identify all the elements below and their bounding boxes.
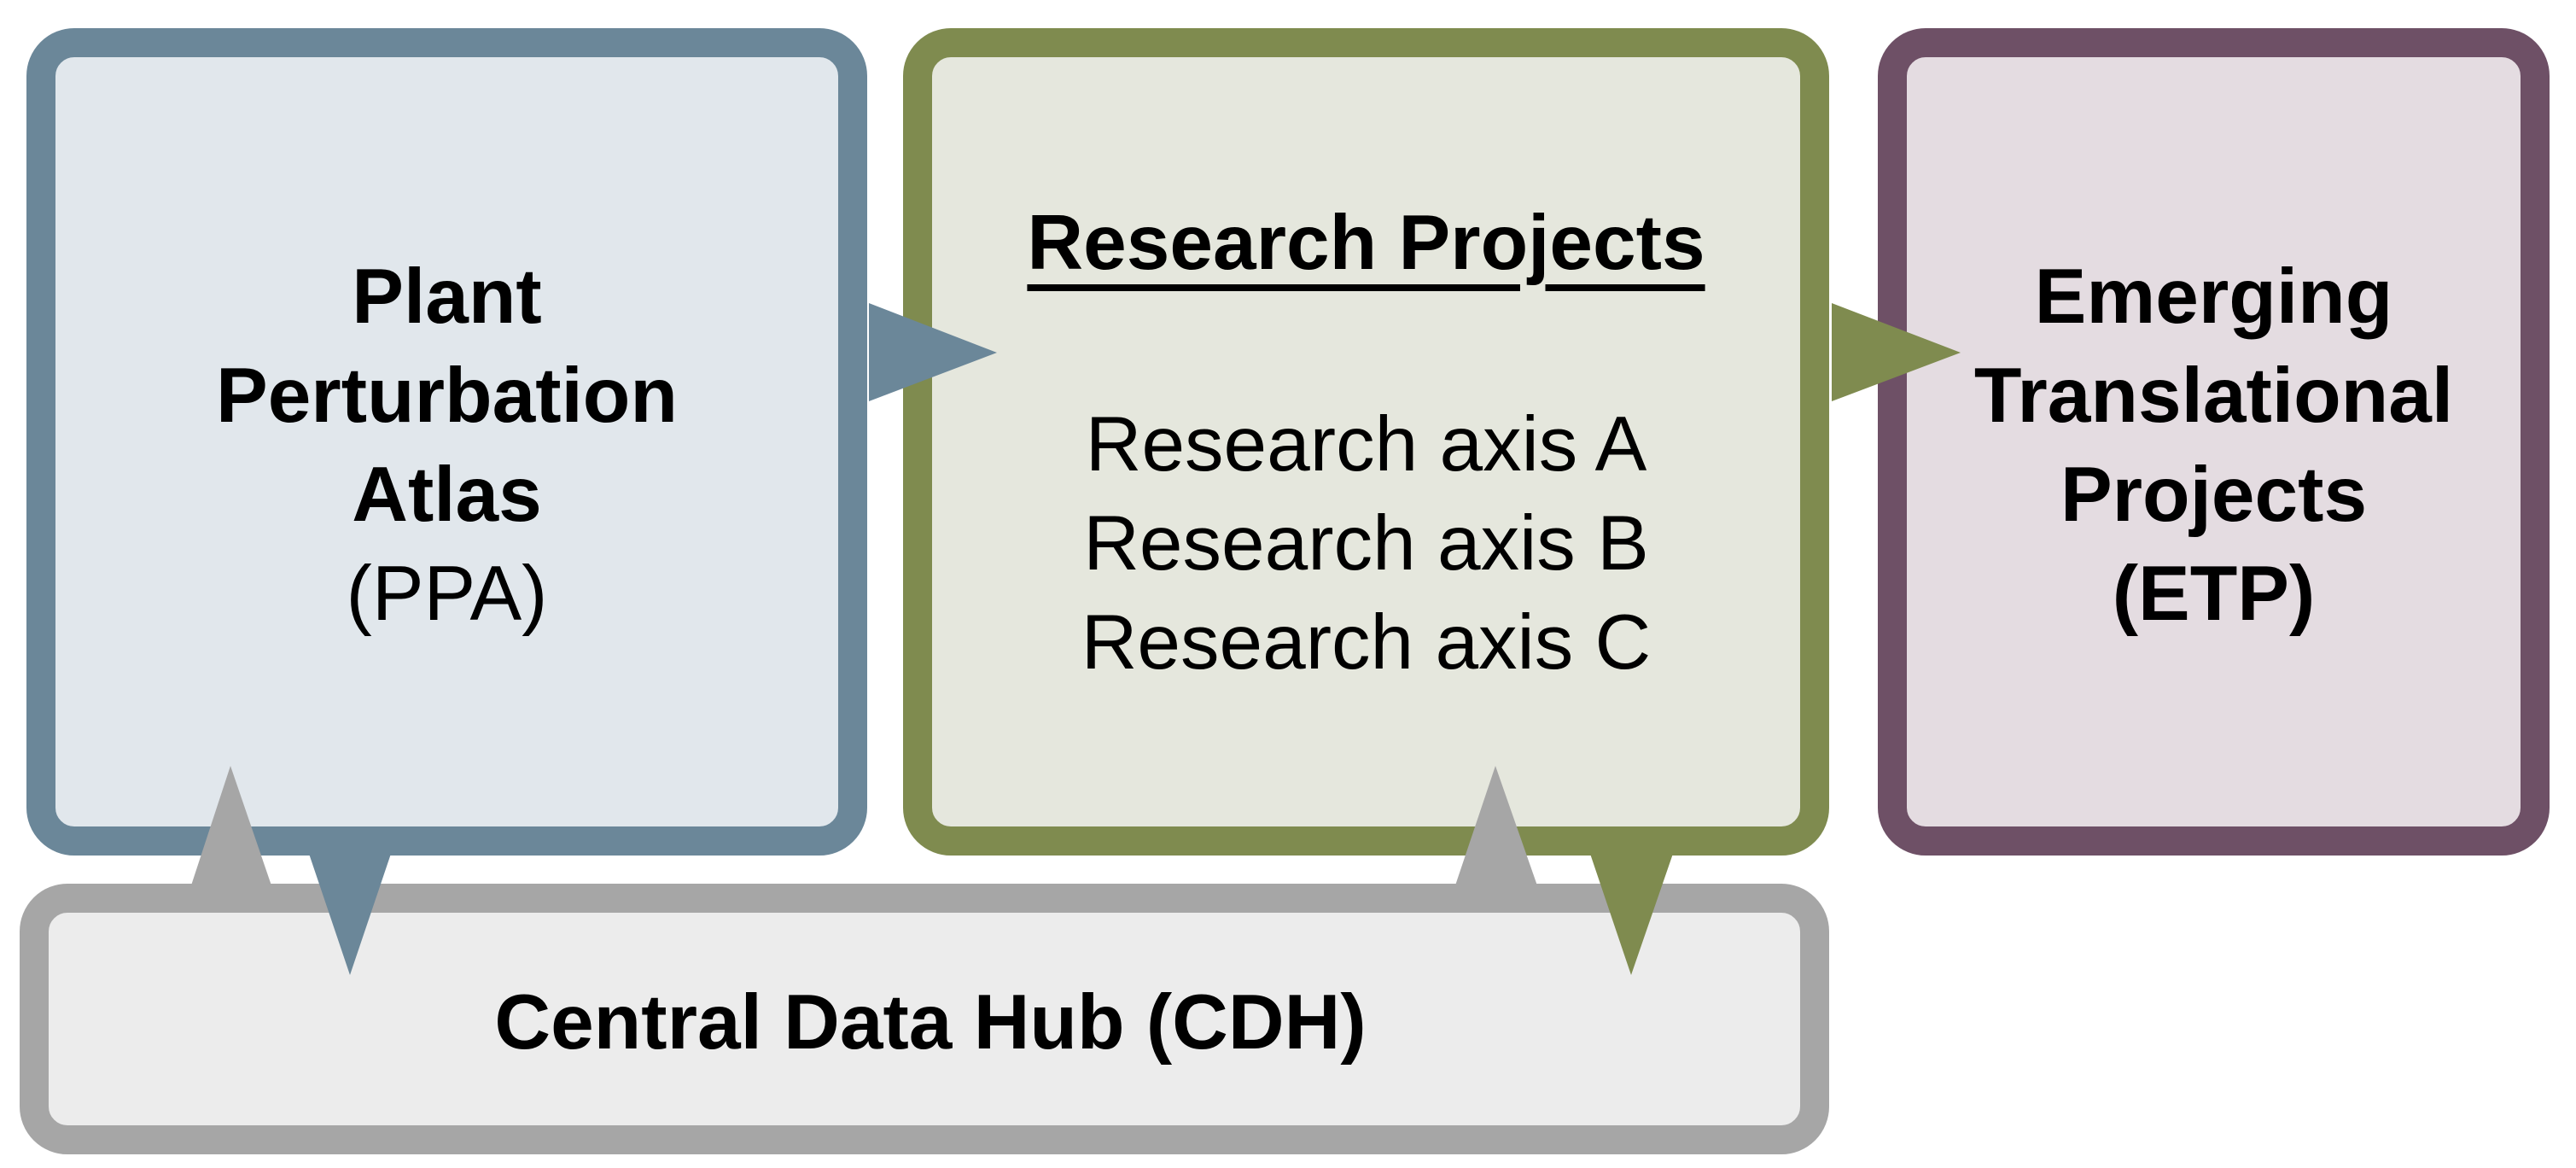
etp-line-1: Emerging bbox=[2034, 254, 2393, 340]
ppa-line-1: Plant bbox=[352, 254, 542, 340]
ppa-label: Plant Perturbation Atlas (PPA) bbox=[51, 248, 842, 644]
arrow-research-projects-to-etp bbox=[1832, 303, 1961, 401]
research-axes-list: Research axis A Research axis B Research… bbox=[930, 395, 1802, 692]
cdh-box bbox=[20, 884, 1829, 1154]
etp-box bbox=[1878, 28, 2550, 856]
research-axis-c: Research axis C bbox=[1081, 599, 1652, 686]
etp-line-3: Projects bbox=[2060, 452, 2368, 538]
etp-label: Emerging Translational Projects (ETP) bbox=[1903, 248, 2524, 644]
arrow-cdh-to-research-projects bbox=[1454, 766, 1538, 888]
arrow-ppa-to-research-projects bbox=[869, 303, 997, 401]
research-axis-b: Research axis B bbox=[1083, 500, 1649, 587]
research-axis-a: Research axis A bbox=[1085, 401, 1647, 488]
ppa-box bbox=[26, 28, 867, 856]
cdh-label: Central Data Hub (CDH) bbox=[494, 979, 1367, 1066]
arrow-ppa-to-cdh bbox=[308, 851, 392, 975]
arrow-cdh-to-ppa bbox=[190, 766, 272, 888]
research-projects-title: Research Projects bbox=[1027, 200, 1705, 286]
arrow-research-projects-to-cdh bbox=[1589, 851, 1674, 975]
etp-line-4: (ETP) bbox=[2112, 551, 2316, 637]
etp-line-2: Translational bbox=[1973, 353, 2454, 439]
ppa-line-4: (PPA) bbox=[346, 551, 548, 637]
ppa-line-3: Atlas bbox=[352, 452, 542, 538]
research-projects-box bbox=[903, 28, 1829, 856]
ppa-line-2: Perturbation bbox=[216, 353, 678, 439]
